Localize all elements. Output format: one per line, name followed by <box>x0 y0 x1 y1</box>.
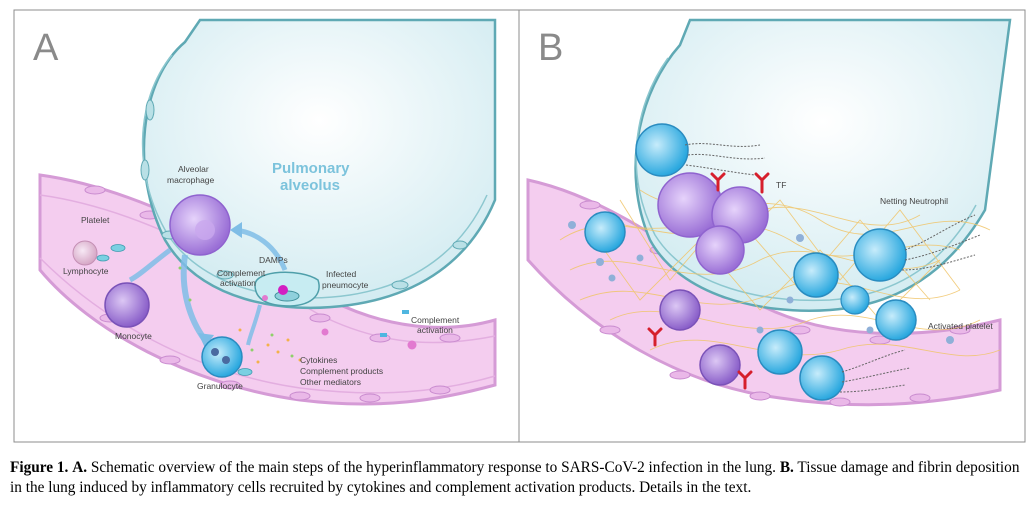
label-activated-platelet: Activated platelet <box>928 321 993 331</box>
monocyte-b <box>659 289 701 331</box>
tissue-factor-icon <box>647 172 770 390</box>
virus-icon <box>278 285 288 295</box>
label-monocyte: Monocyte <box>115 331 152 341</box>
granulocyte <box>201 336 243 378</box>
label-complement-activation-2: activation <box>220 278 256 288</box>
label-damps: DAMPs <box>259 255 288 265</box>
pulmonary-alveolus-a <box>142 18 497 310</box>
caption-b-label: B. <box>779 459 794 476</box>
label-pneumocyte: pneumocyte <box>322 280 369 290</box>
net-strands <box>684 143 981 393</box>
panel-b: B TF Netting Neutrophil Activated platel… <box>518 9 1026 443</box>
caption-a-label: A. <box>72 459 88 476</box>
label-platelet: Platelet <box>81 215 110 225</box>
figure-caption: Figure 1. A. Schematic overview of the m… <box>10 458 1032 498</box>
label-complement-right-1: Complement <box>411 315 460 325</box>
caption-a-text: Schematic overview of the main steps of … <box>87 459 780 476</box>
label-complement-right-2: activation <box>417 325 453 335</box>
label-macrophage: macrophage <box>167 175 215 185</box>
label-tf: TF <box>776 180 786 190</box>
activated-platelets <box>568 221 954 344</box>
label-lymphocyte: Lymphocyte <box>63 266 109 276</box>
neutrophils-b <box>584 123 917 401</box>
monocyte <box>104 282 150 328</box>
label-infected: Infected <box>326 269 357 279</box>
figure-illustration: A Pulmonary alveolus Alveolar macrophage… <box>13 9 1026 443</box>
label-cytokines: Cytokines <box>300 355 337 365</box>
monocyte-b-2 <box>699 344 741 386</box>
label-alveolus: alveolus <box>280 177 340 194</box>
label-pulmonary: Pulmonary <box>272 160 350 177</box>
platelets-a <box>96 244 253 376</box>
macrophage-b-3 <box>695 225 745 275</box>
panel-a: A Pulmonary alveolus Alveolar macrophage… <box>13 9 520 443</box>
lymphocyte <box>72 240 98 266</box>
caption-b-text: Tissue damage and fibrin deposition in t… <box>10 459 1020 496</box>
label-granulocyte: Granulocyte <box>197 381 243 391</box>
label-complement-activation-1: Complement <box>217 268 266 278</box>
panel-a-letter: A <box>33 27 59 69</box>
label-other-mediators: Other mediators <box>300 377 361 387</box>
label-alveolar: Alveolar <box>178 164 209 174</box>
label-complement-products: Complement products <box>300 366 383 376</box>
panel-b-letter: B <box>538 27 563 69</box>
caption-figure-label: Figure 1. <box>10 459 69 476</box>
label-netting-neutrophil: Netting Neutrophil <box>880 196 948 206</box>
